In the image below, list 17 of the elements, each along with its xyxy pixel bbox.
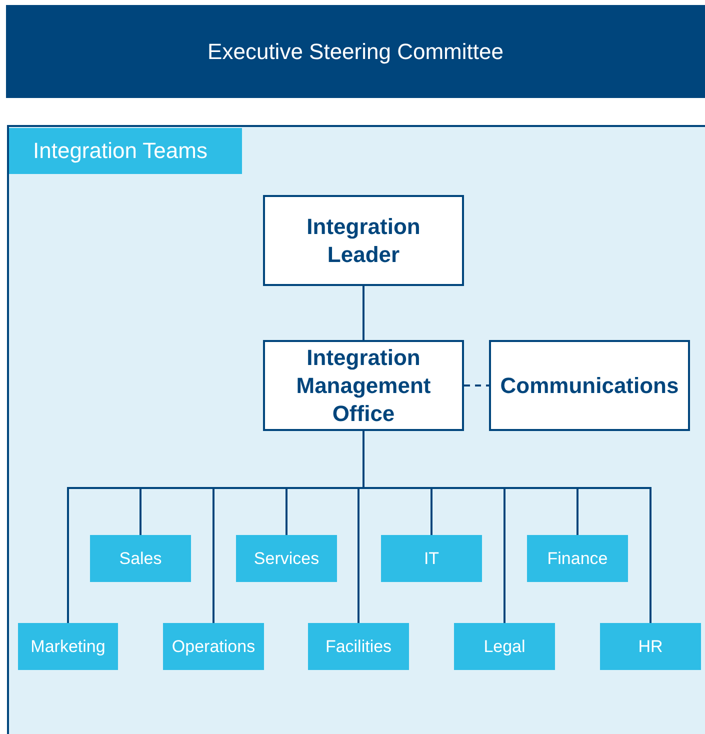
panel-heading: Integration Teams — [9, 128, 242, 174]
team-box: Marketing — [18, 623, 118, 670]
dashed-connector — [464, 384, 489, 386]
connector-line — [362, 286, 364, 340]
team-box: Services — [236, 535, 337, 582]
team-box: Legal — [454, 623, 555, 670]
team-box: Sales — [90, 535, 191, 582]
org-box: Integration Management Office — [263, 340, 464, 431]
teams-panel — [7, 125, 705, 734]
org-box: Communications — [489, 340, 690, 431]
org-box: Integration Leader — [263, 195, 464, 286]
team-box: IT — [381, 535, 482, 582]
team-box: Facilities — [308, 623, 409, 670]
team-box: Operations — [163, 623, 264, 670]
team-box: Finance — [527, 535, 628, 582]
committee-banner: Executive Steering Committee — [6, 5, 705, 98]
team-box: HR — [600, 623, 701, 670]
